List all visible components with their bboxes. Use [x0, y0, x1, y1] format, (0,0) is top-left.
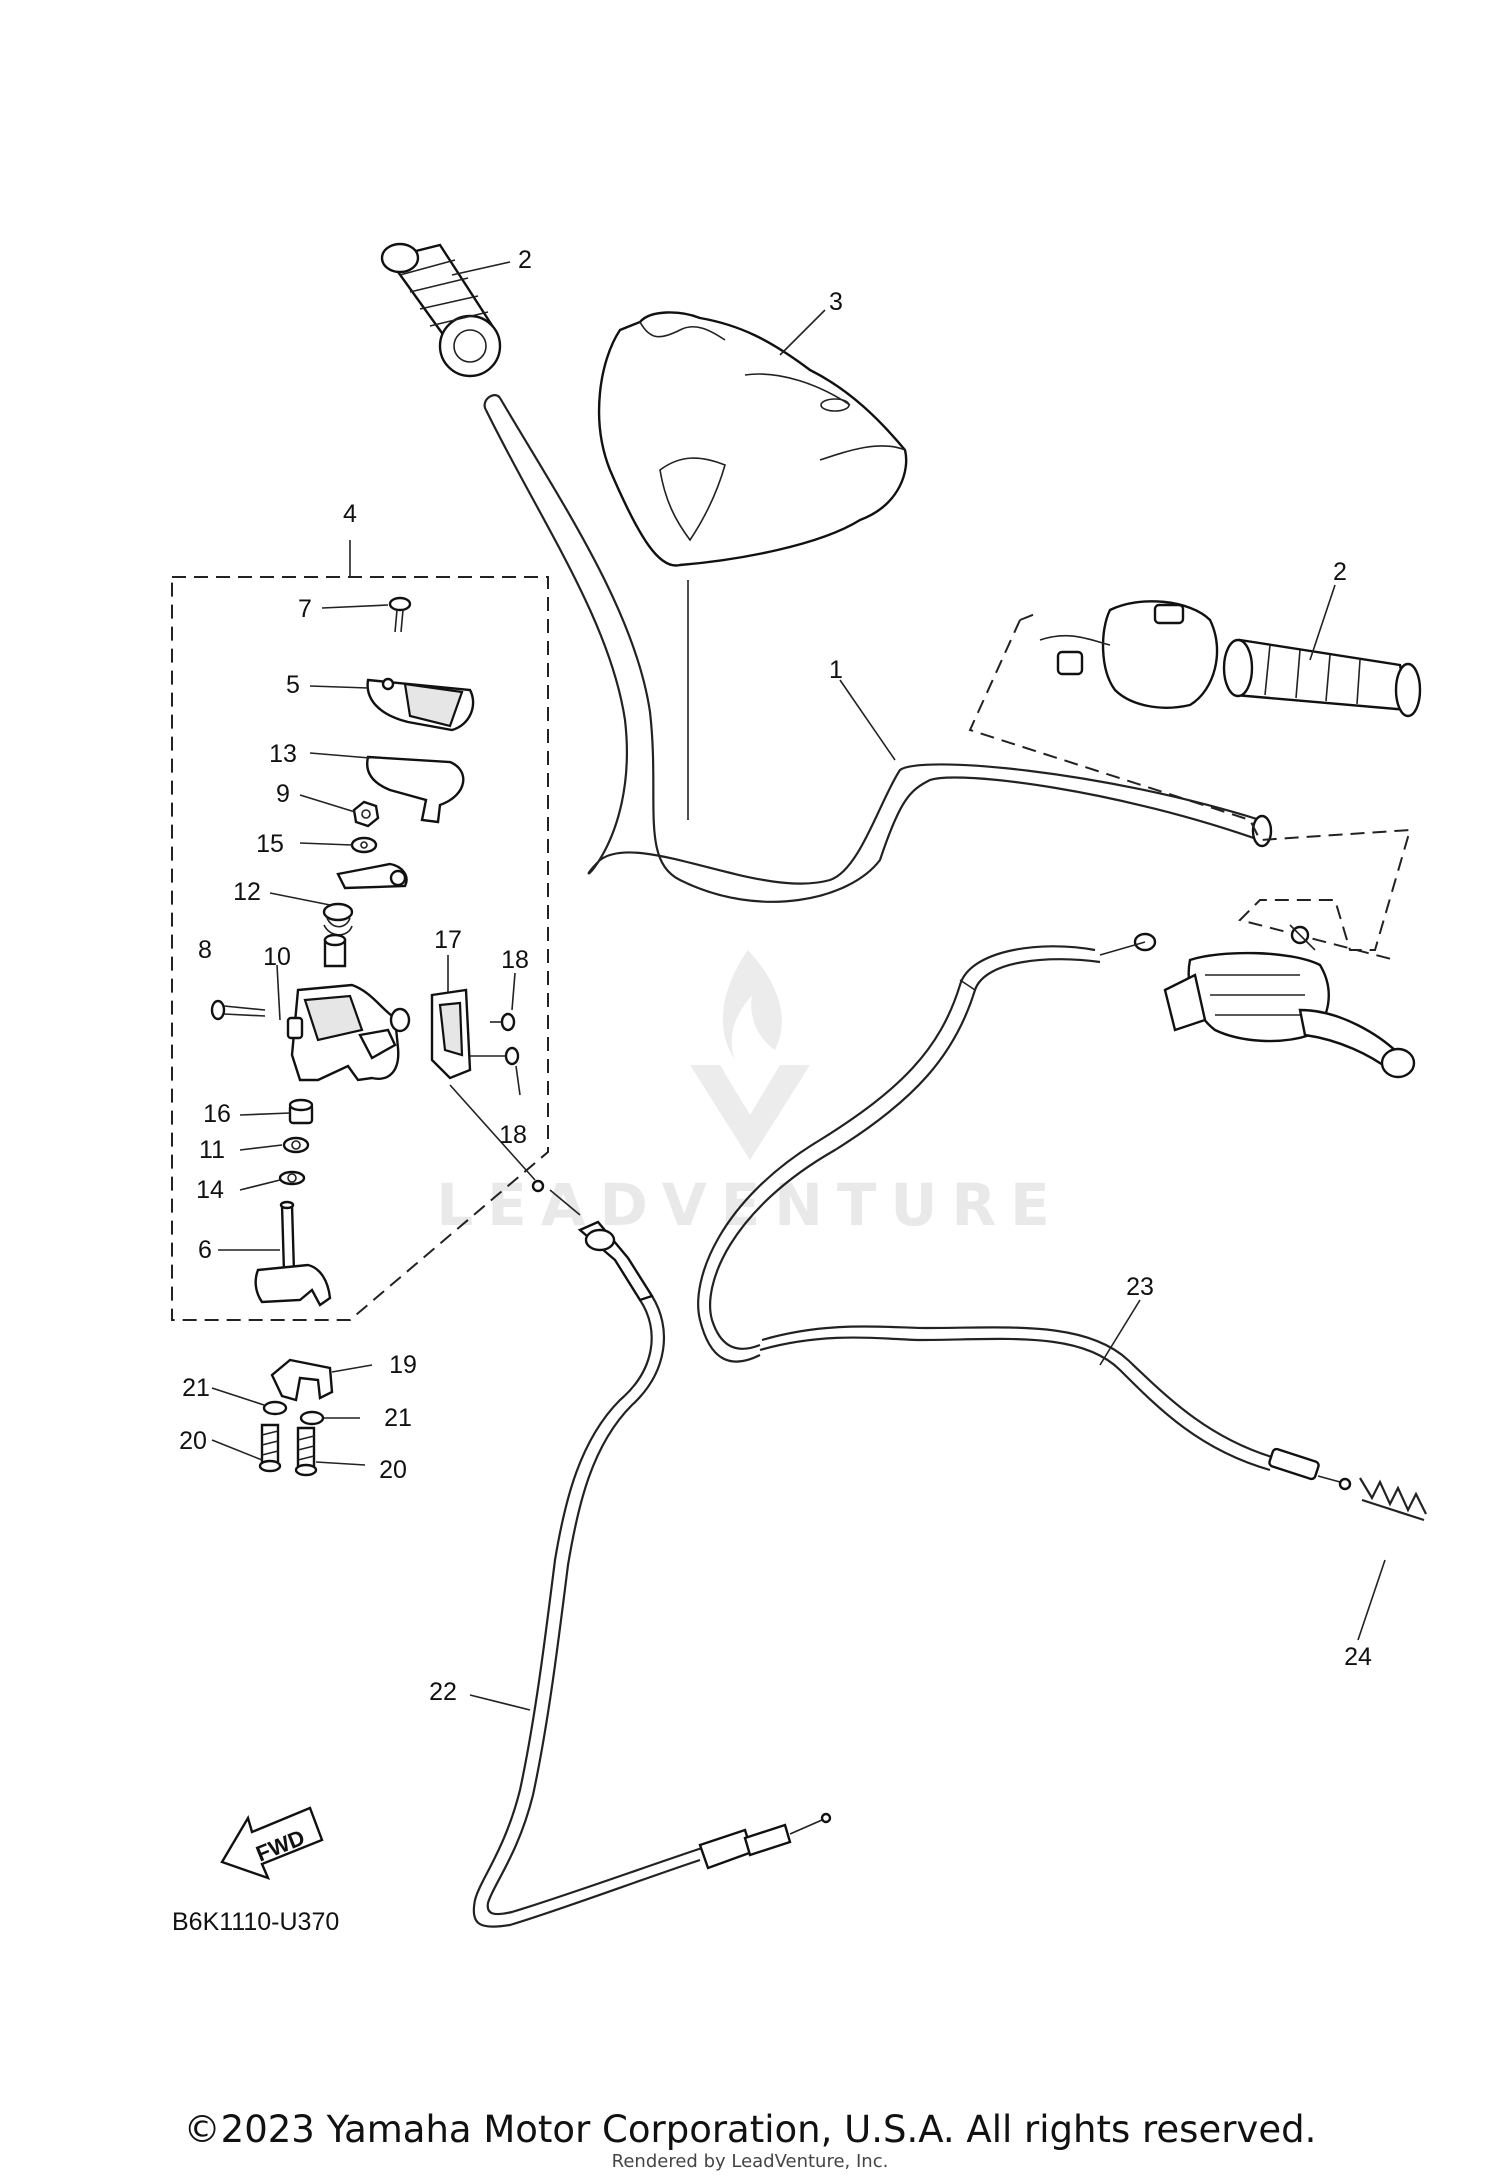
callout: 2 — [518, 246, 532, 274]
brake-cable-23 — [697, 932, 1352, 1491]
callout: 2 — [1333, 558, 1347, 586]
callout: 4 — [343, 500, 357, 528]
part-19-clamp — [270, 1358, 334, 1402]
part-9-nut — [352, 800, 380, 828]
callout: 1 — [829, 656, 843, 684]
callout: 20 — [379, 1456, 407, 1484]
rendered-by-text: Rendered by LeadVenture, Inc. — [611, 2151, 889, 2172]
part-14-washer — [278, 1170, 306, 1186]
callouts: 1 2 2 3 4 5 6 7 8 9 10 11 12 13 14 15 16… — [179, 246, 1372, 1706]
callout: 11 — [199, 1136, 225, 1164]
callout: 23 — [1126, 1273, 1154, 1301]
handlebar-cover — [597, 311, 908, 567]
callout: 17 — [434, 926, 462, 954]
part-17-cover — [430, 988, 472, 1080]
callout: 14 — [196, 1176, 224, 1204]
callout: 18 — [499, 1121, 527, 1149]
callout: 5 — [286, 671, 300, 699]
part-12-lever — [322, 862, 408, 936]
callout: 13 — [269, 740, 297, 768]
part-15-washer — [350, 836, 378, 854]
part-11-washer — [282, 1136, 310, 1154]
throttle-housing — [286, 983, 411, 1082]
callout: 21 — [384, 1404, 412, 1432]
right-assembly-outline — [968, 619, 1412, 961]
callout: 21 — [182, 1374, 210, 1402]
right-switch-housing — [1039, 600, 1219, 709]
callout: 9 — [276, 780, 290, 808]
callout: 8 — [198, 936, 212, 964]
part-16-collar — [288, 1098, 314, 1125]
part-13-gasket — [366, 755, 465, 824]
callout: 10 — [263, 943, 291, 971]
callout: 6 — [198, 1236, 212, 1264]
drawing-code: B6K1110-U370 — [172, 1908, 339, 1936]
part-7-screw — [388, 596, 412, 633]
leader-lines — [211, 261, 1386, 1711]
right-lever-assembly — [1163, 924, 1416, 1079]
part-collar — [323, 933, 347, 968]
callout: 16 — [203, 1100, 231, 1128]
spring-24 — [1359, 1477, 1427, 1522]
part-8-screw — [210, 999, 266, 1021]
throttle-cable-22 — [449, 1084, 832, 1928]
throttle-assembly-outline — [171, 576, 549, 1321]
part-6-thumb-lever — [254, 1200, 332, 1307]
callout: 3 — [829, 288, 843, 316]
callout: 12 — [233, 878, 261, 906]
part-20-bolts — [258, 1423, 318, 1477]
handlebar — [483, 394, 1273, 903]
copyright-text: ©2023 Yamaha Motor Corporation, U.S.A. A… — [183, 2108, 1317, 2151]
watermark-flame-icon — [722, 950, 782, 1060]
part-21-washers — [262, 1400, 325, 1426]
fwd-arrow: FWD — [220, 1806, 324, 1881]
callout: 15 — [256, 830, 284, 858]
right-grip — [1222, 638, 1422, 718]
left-grip — [380, 242, 502, 378]
watermark-v-icon — [690, 1065, 810, 1160]
watermark-text: LEADVENTURE — [436, 1171, 1064, 1239]
callout: 22 — [429, 1678, 457, 1706]
callout: 24 — [1344, 1643, 1372, 1671]
part-5-cover — [366, 677, 475, 732]
callout: 20 — [179, 1427, 207, 1455]
callout: 7 — [298, 595, 312, 623]
part-18-screws — [470, 1012, 520, 1066]
callout: 19 — [389, 1351, 417, 1379]
callout: 18 — [501, 946, 529, 974]
